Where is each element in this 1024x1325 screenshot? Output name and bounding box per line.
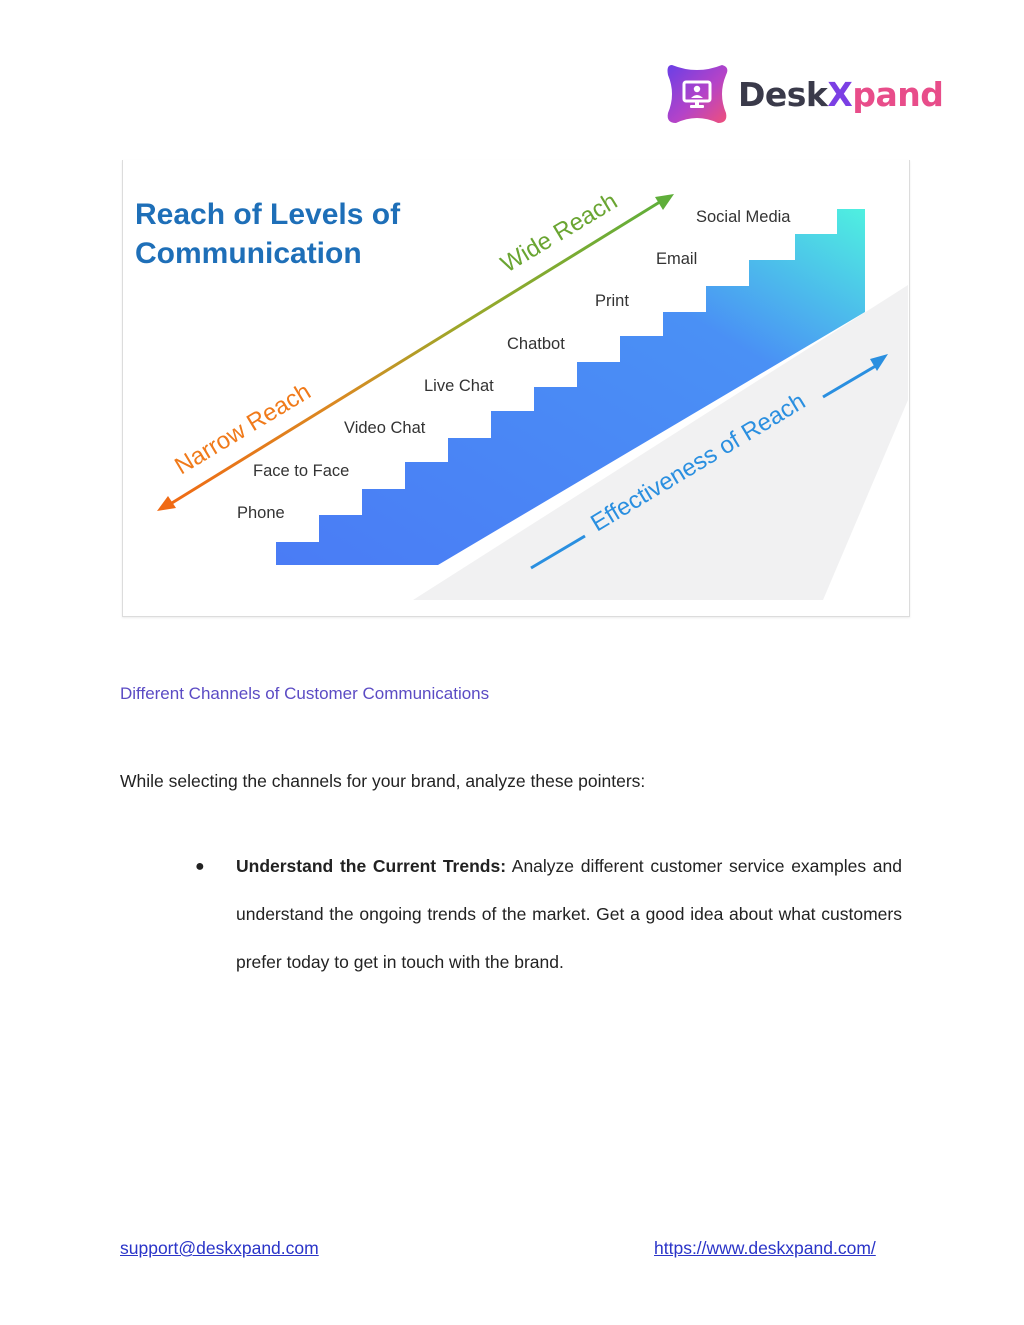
reach-levels-figure: Reach of Levels of Communication Wide Re…: [122, 160, 910, 617]
intro-paragraph: While selecting the channels for your br…: [120, 771, 646, 791]
bullet-heading: Understand the Current Trends:: [236, 856, 507, 876]
step-label-social-media: Social Media: [696, 208, 791, 226]
step-label-chatbot: Chatbot: [507, 335, 565, 353]
reach-levels-diagram: Reach of Levels of Communication Wide Re…: [135, 188, 908, 600]
wide-reach-arrowhead: [655, 194, 674, 210]
narrow-reach-arrowhead: [157, 496, 176, 511]
brand-logo: DeskXpand: [664, 60, 944, 128]
step-label-video-chat: Video Chat: [344, 419, 426, 437]
figure-caption: Different Channels of Customer Communica…: [120, 684, 490, 703]
effectiveness-arrow-line-lower: [530, 534, 586, 570]
stair-shadow: [413, 285, 908, 600]
step-label-face-to-face: Face to Face: [253, 462, 349, 480]
brand-name: DeskXpand: [738, 74, 944, 114]
brand-name-pand: pand: [852, 74, 944, 114]
step-label-live-chat: Live Chat: [424, 377, 494, 395]
figure-title-line1: Reach of Levels of: [135, 198, 401, 231]
effectiveness-arrowhead: [870, 354, 888, 371]
footer-email-link[interactable]: support@deskxpand.com: [120, 1238, 319, 1258]
bullet-text: Understand the Current Trends: Analyze d…: [236, 842, 902, 986]
reach-arrow-line: [166, 198, 664, 508]
footer-website-link[interactable]: https://www.deskxpand.com/: [654, 1238, 876, 1258]
step-label-phone: Phone: [237, 504, 285, 522]
figure-title-line2: Communication: [135, 237, 362, 270]
bullet-body: Analyze different customer service examp…: [236, 856, 902, 972]
step-label-email: Email: [656, 250, 697, 268]
step-label-print: Print: [595, 292, 629, 310]
brand-name-desk: Desk: [738, 74, 828, 114]
brand-name-x: X: [827, 74, 853, 114]
bullet-marker: ●: [195, 858, 205, 875]
staircase: [276, 209, 865, 565]
monitor-support-icon: [667, 65, 728, 123]
effectiveness-arrow-line-upper: [822, 362, 880, 399]
